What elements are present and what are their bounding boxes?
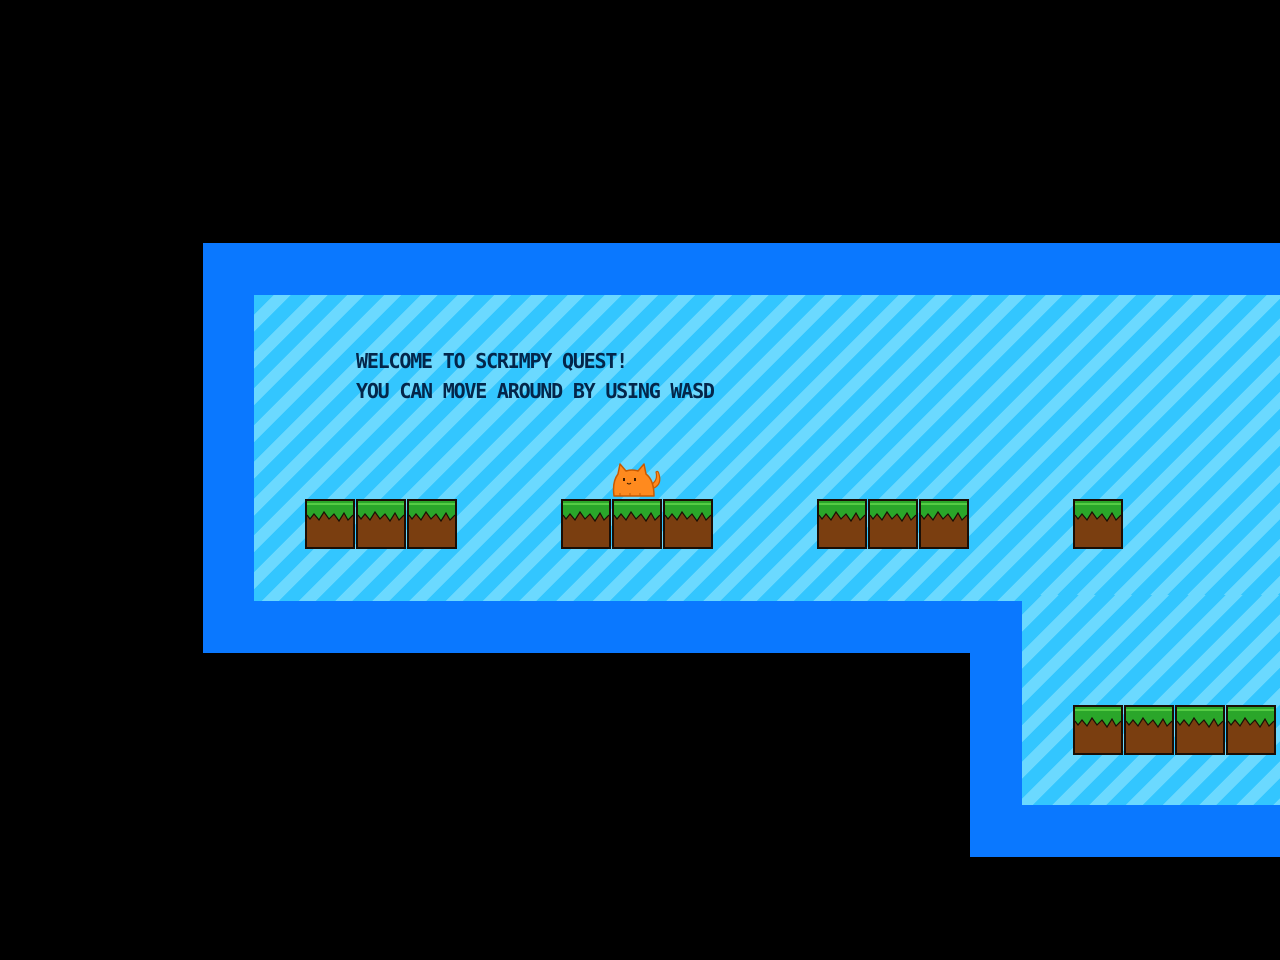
player-cat-icon[interactable] [610,458,664,500]
grass-block [1073,705,1123,755]
grass-block [817,499,867,549]
grass-block [919,499,969,549]
grass-block [1226,705,1276,755]
level-interior-upper [254,295,1280,601]
welcome-message: WELCOME TO SCRIMPY QUEST! YOU CAN MOVE A… [356,346,715,406]
level-interior-lower [1022,595,1280,805]
welcome-line-1: WELCOME TO SCRIMPY QUEST! [356,349,628,373]
grass-block [356,499,406,549]
grass-block [561,499,611,549]
grass-block [612,499,662,549]
grass-block [663,499,713,549]
grass-block [1175,705,1225,755]
welcome-line-2: YOU CAN MOVE AROUND BY USING WASD [356,379,715,403]
grass-block [1073,499,1123,549]
grass-block [1124,705,1174,755]
grass-block [305,499,355,549]
grass-block [407,499,457,549]
grass-block [868,499,918,549]
